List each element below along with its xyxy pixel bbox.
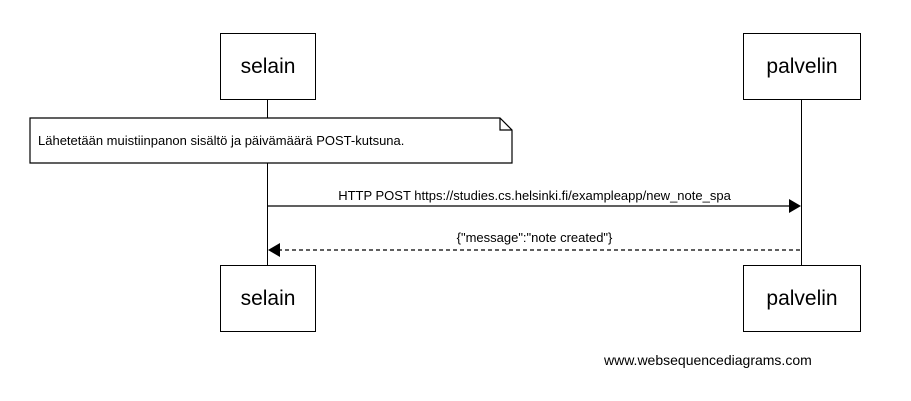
- watermark-text: www.websequencediagrams.com: [604, 352, 812, 368]
- note-fold: [499, 118, 512, 131]
- message-label-post: HTTP POST https://studies.cs.helsinki.fi…: [338, 188, 731, 203]
- participant-label: palvelin: [766, 54, 838, 78]
- note-text: Lähetetään muistiinpanon sisältö ja päiv…: [38, 133, 405, 148]
- lifeline-selain: [267, 100, 268, 265]
- participant-selain-top: selain: [220, 33, 316, 100]
- participant-label: palvelin: [766, 286, 838, 310]
- participant-label: selain: [240, 54, 296, 78]
- arrowhead-post: [789, 199, 801, 213]
- arrowhead-response: [268, 243, 280, 257]
- participant-label: selain: [240, 286, 296, 310]
- lifeline-palvelin: [801, 100, 802, 265]
- note-shape: [29, 117, 513, 164]
- participant-selain-bottom: selain: [220, 265, 316, 332]
- participant-palvelin-top: palvelin: [743, 33, 861, 100]
- message-label-response: {"message":"note created"}: [456, 230, 613, 245]
- participant-palvelin-bottom: palvelin: [743, 265, 861, 332]
